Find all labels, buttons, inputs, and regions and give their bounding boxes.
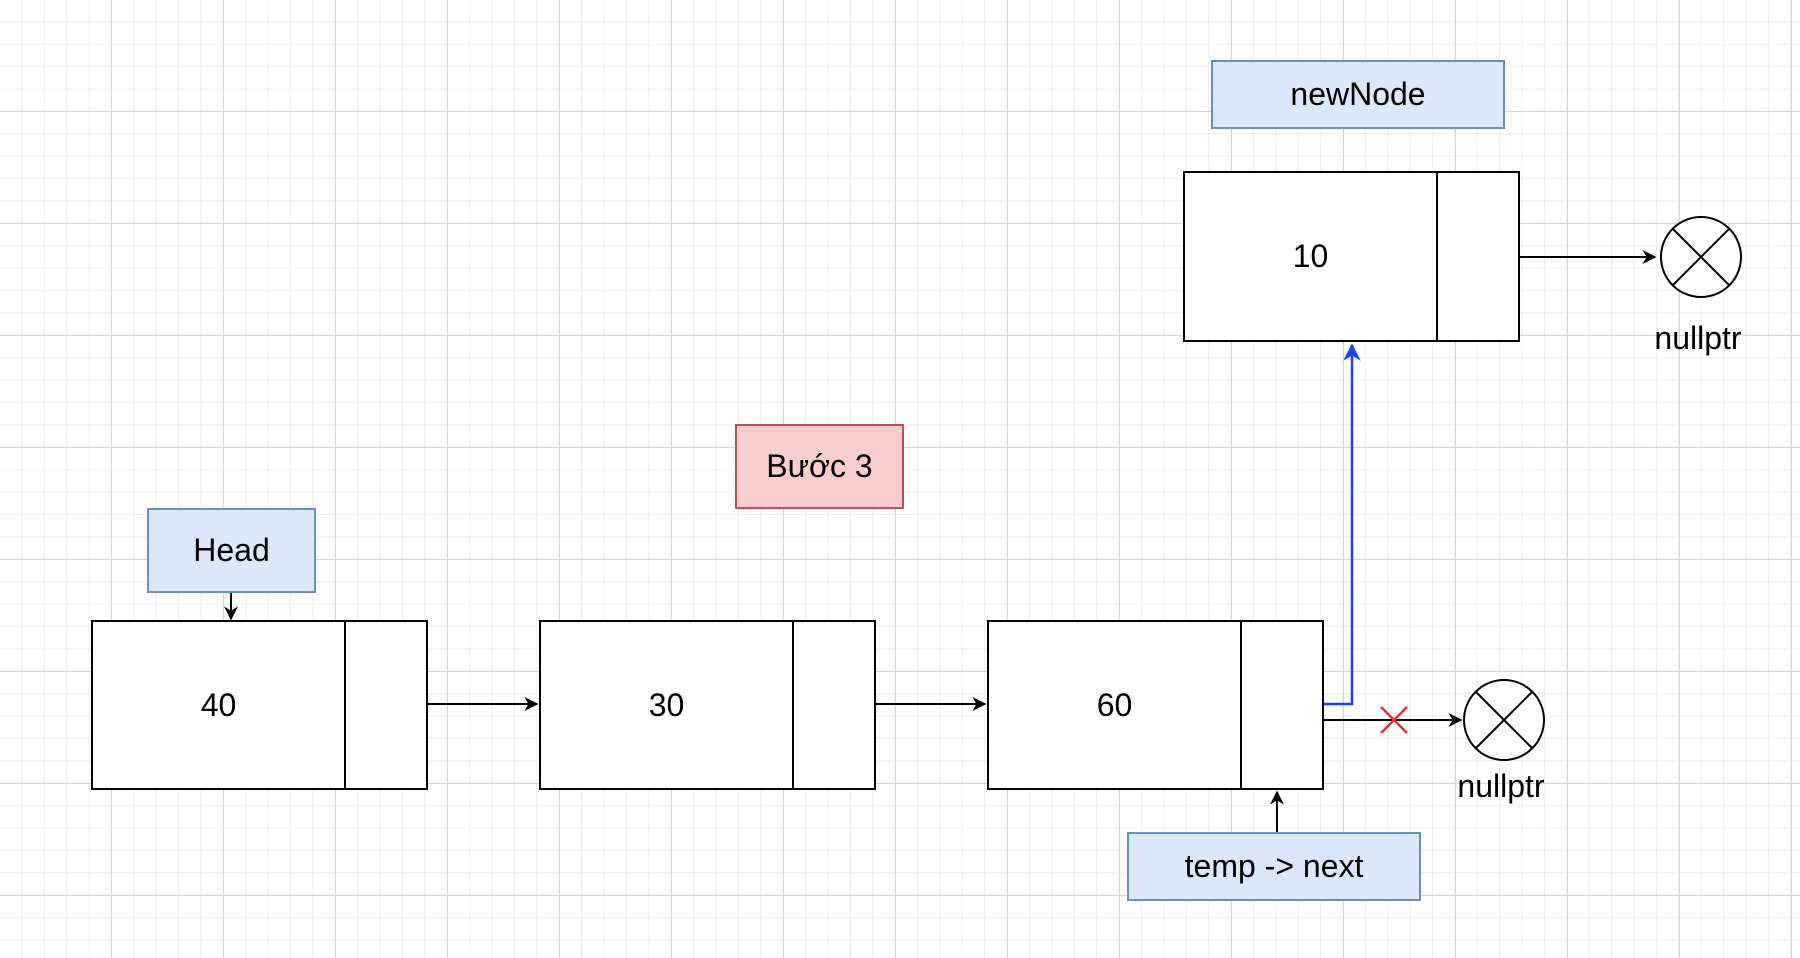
node-value: 30	[541, 622, 794, 788]
temp-next-label[interactable]: temp -> next	[1127, 832, 1421, 901]
node-next-pointer	[346, 622, 426, 788]
node-next-pointer	[794, 622, 874, 788]
step-label[interactable]: Bước 3	[735, 424, 904, 509]
head-label[interactable]: Head	[147, 508, 316, 593]
null-terminator-icon	[1660, 216, 1742, 298]
node-next-pointer	[1242, 622, 1322, 788]
null-terminator-icon	[1463, 679, 1545, 761]
list-node[interactable]: 30	[539, 620, 876, 790]
node-value: 60	[989, 622, 1242, 788]
node-value: 40	[93, 622, 346, 788]
list-node[interactable]: 60	[987, 620, 1324, 790]
new-list-node[interactable]: 10	[1183, 171, 1520, 342]
new-link-arrow-60-10	[1324, 343, 1361, 706]
new-node-label[interactable]: newNode	[1211, 60, 1505, 129]
removed-link-cross-icon	[1380, 706, 1408, 734]
null-label: nullptr	[1457, 768, 1545, 804]
list-node[interactable]: 40	[91, 620, 428, 790]
node-value: 10	[1185, 173, 1438, 340]
null-label: nullptr	[1654, 320, 1742, 356]
node-next-pointer	[1438, 173, 1518, 340]
